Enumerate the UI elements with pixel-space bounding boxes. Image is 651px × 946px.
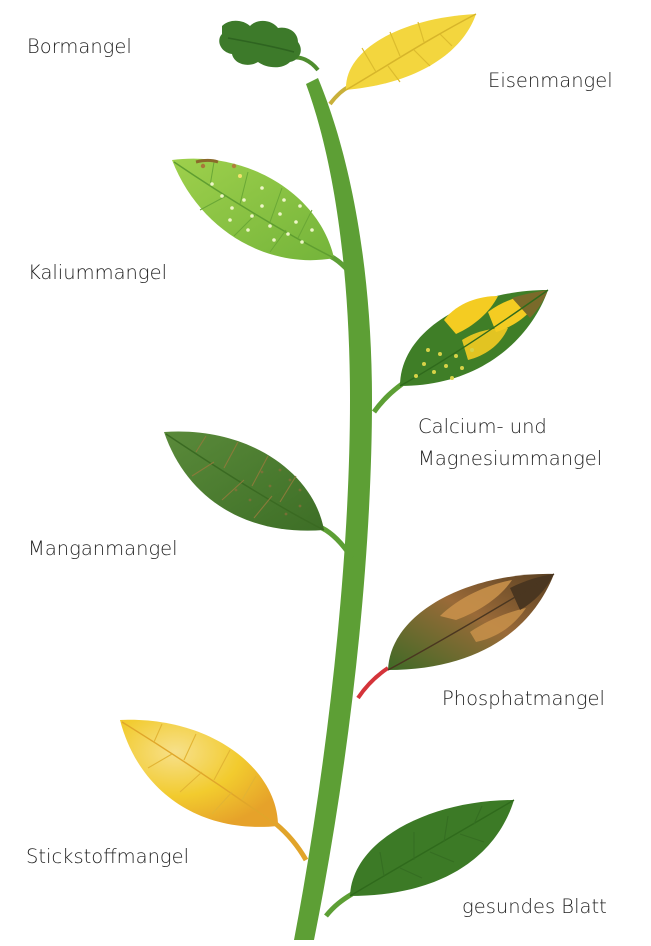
label-calcium-line2: Magnesiummangel [418, 444, 602, 474]
nitrogen-deficiency-leaf [120, 720, 306, 860]
boron-deficiency-leaf [219, 21, 318, 70]
label-stickstoffmangel: Stickstoffmangel [26, 842, 189, 872]
calcium-magnesium-deficiency-leaf [374, 290, 548, 412]
label-gesundes-blatt: gesundes Blatt [462, 892, 607, 922]
manganese-deficiency-leaf [164, 431, 352, 558]
iron-deficiency-leaf [330, 14, 476, 104]
label-bormangel: Bormangel [27, 32, 132, 62]
phosphate-deficiency-leaf [358, 574, 554, 698]
label-phosphatmangel: Phosphatmangel [442, 684, 605, 714]
label-kaliummangel: Kaliummangel [28, 258, 167, 288]
label-manganmangel: Manganmangel [28, 534, 178, 564]
label-calcium-line1: Calcium- und [418, 412, 547, 442]
label-eisenmangel: Eisenmangel [488, 66, 613, 96]
